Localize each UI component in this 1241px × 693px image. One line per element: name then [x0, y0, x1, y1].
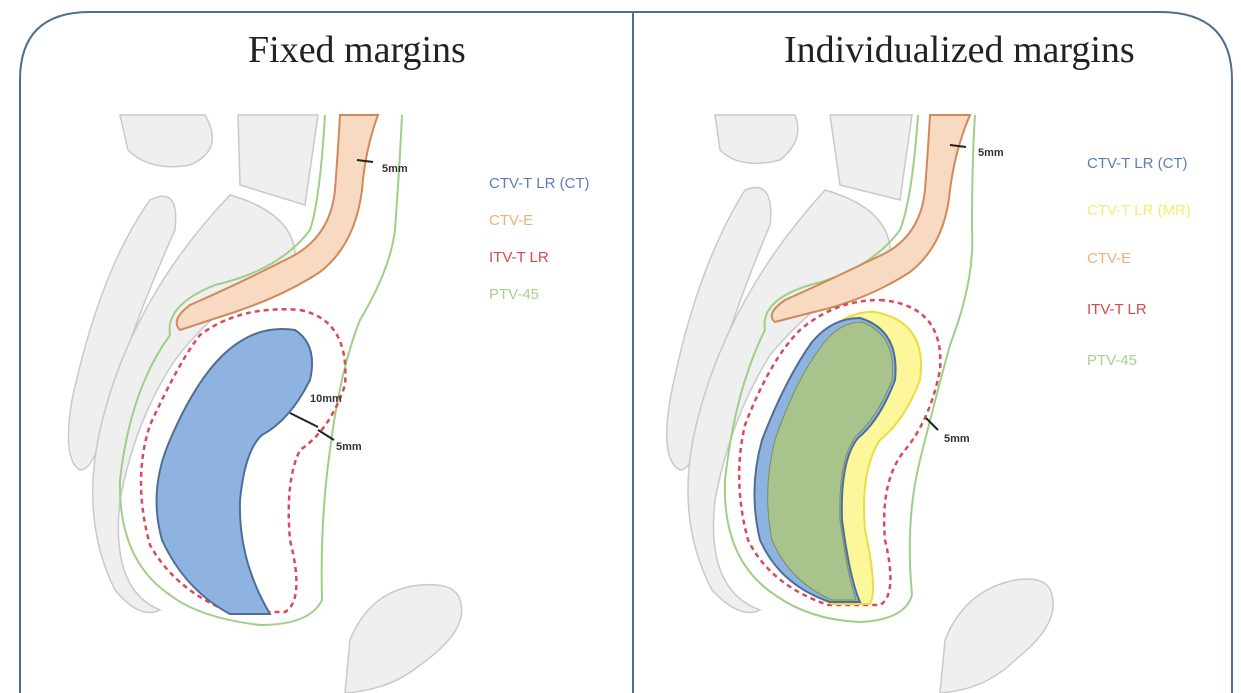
right-panel-anatomy: [665, 114, 1054, 693]
left-ctv-ct: [155, 328, 314, 615]
outer-border: [19, 11, 1233, 693]
left-arrow-5mm-top: [356, 159, 374, 163]
left-measure-10mm: 10mm: [310, 393, 342, 405]
left-bone-sacrum-long: [67, 195, 177, 471]
left-ptv-outline: [118, 114, 403, 627]
right-legend-item-ctv-mr: CTV-T LR (MR): [1087, 202, 1191, 219]
right-arrow-5mm-top: [949, 144, 967, 148]
right-bone-vertebra: [829, 114, 913, 201]
right-bone-sacrum-top: [714, 114, 799, 165]
left-legend-item-ctv-ct: CTV-T LR (CT): [489, 175, 590, 192]
right-measure-top: 5mm: [978, 147, 1004, 159]
right-legend-item-ctv-e: CTV-E: [1087, 250, 1132, 267]
right-legend-item-ptv: PTV-45: [1087, 352, 1138, 369]
right-panel-title: Individualized margins: [784, 29, 1135, 71]
left-panel-title: Fixed margins: [248, 29, 466, 71]
left-bone-sacrum-top: [119, 114, 213, 168]
left-measure-top: 5mm: [382, 163, 408, 175]
right-bone-pubis: [939, 578, 1054, 693]
left-panel-anatomy: [67, 114, 463, 693]
right-legend-item-itv: ITV-T LR: [1087, 301, 1147, 318]
right-measure-bottom: 5mm: [944, 433, 970, 445]
right-arrow-5mm-bottom: [925, 417, 939, 431]
left-measure-bottom: 5mm: [336, 441, 362, 453]
left-legend-item-itv: ITV-T LR: [489, 249, 549, 266]
left-bone-vertebra: [237, 114, 319, 206]
left-ctv-e: [175, 114, 380, 332]
right-ctv-e: [770, 114, 972, 324]
left-arrow-5mm-bottom: [317, 429, 335, 441]
left-bone-pubis: [344, 583, 463, 693]
left-legend-item-ctv-e: CTV-E: [489, 212, 534, 229]
right-ctv-overlap: [767, 321, 894, 601]
right-legend-item-ctv-ct: CTV-T LR (CT): [1087, 155, 1188, 172]
left-itv-outline: [139, 308, 347, 614]
left-arrow-10mm: [289, 412, 319, 428]
right-ptv-outline: [723, 114, 976, 624]
left-legend-item-ptv: PTV-45: [489, 286, 540, 303]
right-itv-outline: [737, 298, 942, 607]
